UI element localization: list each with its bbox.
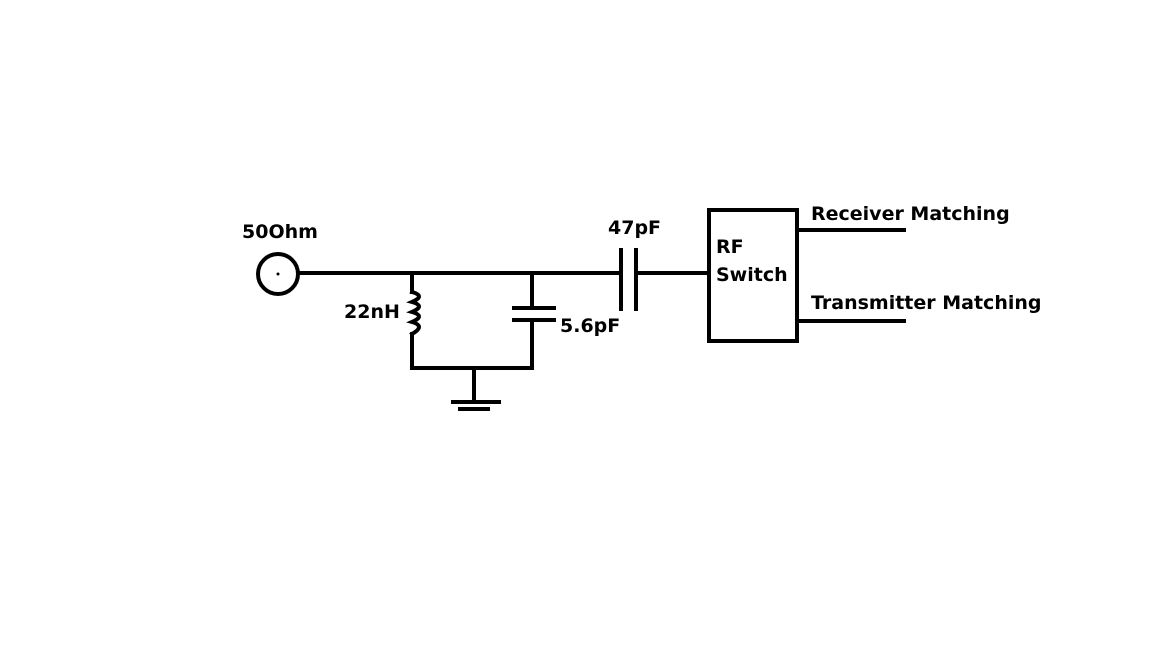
shunt-capacitor-5.6pF: [512, 271, 556, 370]
shunt-cap-label: 5.6pF: [560, 315, 620, 337]
source-connector: [256, 252, 300, 296]
ground-icon: [451, 366, 501, 411]
switch-label-line1: RF: [716, 236, 744, 258]
switch-label-line2: Switch: [716, 264, 788, 286]
series-capacitor-47pF: [619, 248, 711, 311]
inductor-label: 22nH: [344, 301, 400, 323]
transmitter-label: Transmitter Matching: [811, 292, 1042, 314]
receiver-label: Receiver Matching: [811, 203, 1010, 225]
inductor-22nH: [406, 271, 421, 370]
series-cap-label: 47pF: [608, 217, 661, 239]
rf-switch-box: [707, 208, 799, 343]
source-label: 50Ohm: [242, 221, 318, 243]
